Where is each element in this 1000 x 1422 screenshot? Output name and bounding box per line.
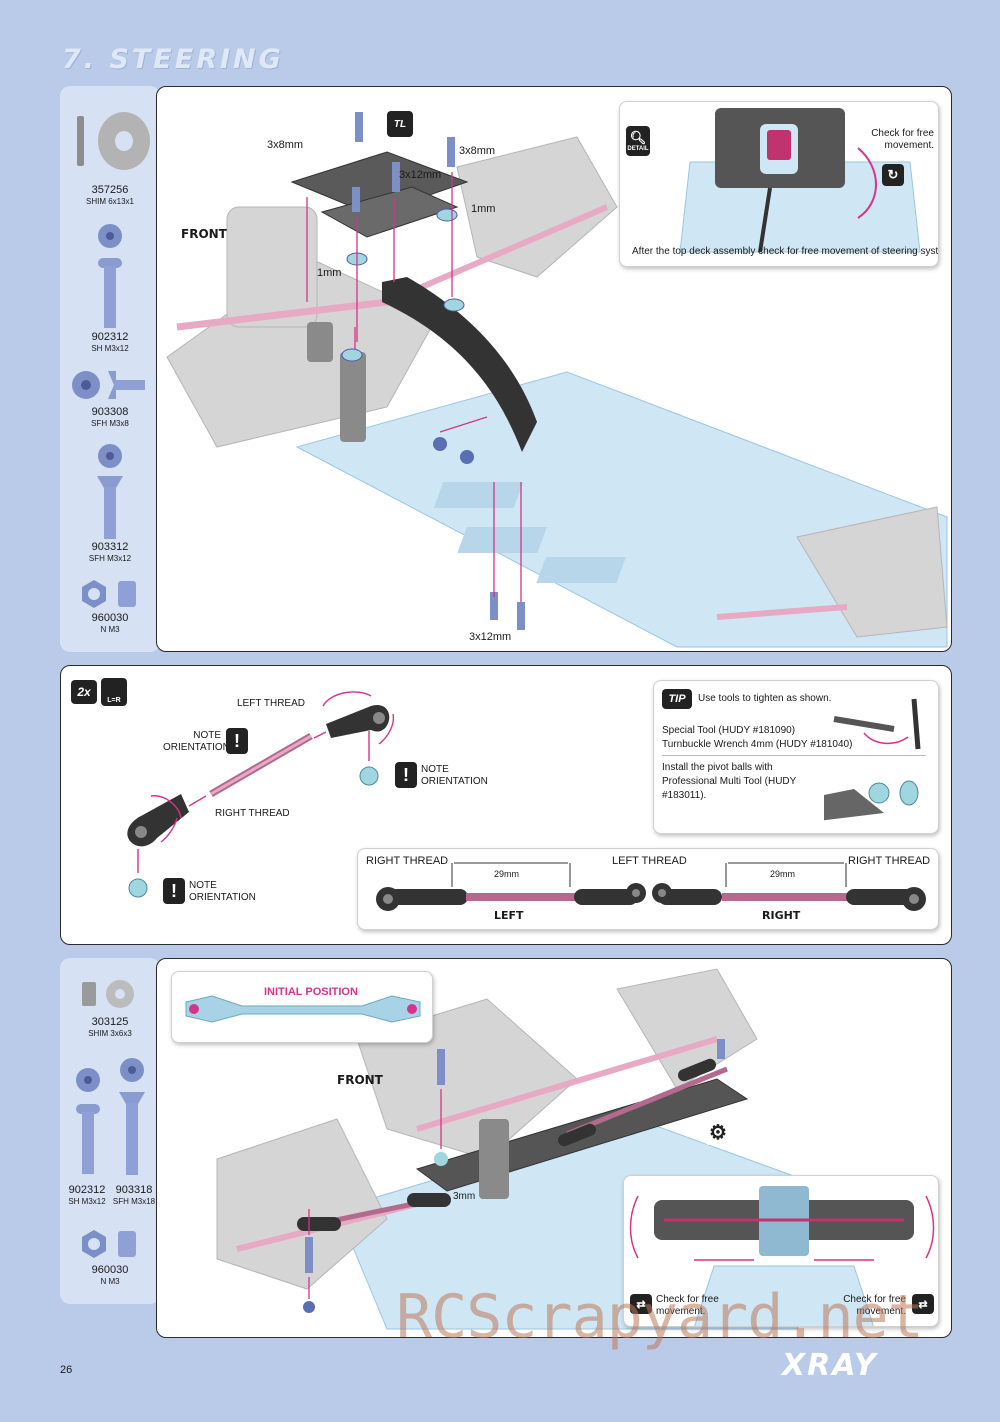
bar-left-label: LEFT (494, 909, 524, 922)
detail-illustration (679, 108, 921, 253)
note-orientation-1: NOTE ORIENTATION (163, 730, 230, 753)
bar-dim-left: 29mm (494, 869, 520, 879)
tools-illustration (824, 698, 921, 821)
chassis-illustration-1 (166, 112, 948, 648)
left-thread-label: LEFT THREAD (237, 698, 305, 709)
watermark: RCScrapyard.net (396, 1282, 924, 1352)
shim-icon (77, 112, 150, 170)
threadlock-icon: TL (387, 111, 413, 137)
assembly-panel-2: 2x L=R LEFT THREAD NOTE ORIENTATION ! (60, 665, 952, 945)
tip-tool-2: Turnbuckle Wrench 4mm (HUDY #181040) (662, 739, 853, 750)
callout-1mm-right: 1mm (471, 203, 496, 215)
front-label: FRONT (181, 227, 227, 241)
turnbuckle-dimension-illustration (376, 862, 926, 911)
screw-flat-head-icon (72, 371, 145, 399)
detail-inset: 🔍︎ DETAIL Check for free movement. ↻ Aft… (619, 101, 939, 267)
bar-right-thread-a: RIGHT THREAD (366, 855, 449, 867)
bar-right-label: RIGHT (762, 909, 801, 922)
screw-countersunk-long-icon (119, 1058, 145, 1175)
part-label-903318: 903318 SFH M3x18 (112, 1184, 156, 1206)
hand-push-icon-left: ⇄ (630, 1294, 652, 1314)
part-label-960030: 960030 N M3 (91, 612, 129, 634)
check-right-text: Check for free movement. (843, 1294, 906, 1317)
check-movement-illustration (629, 1186, 935, 1326)
bar-right-thread-b: RIGHT THREAD (848, 855, 931, 867)
part-label-902312-b: 902312 SH M3x12 (68, 1184, 106, 1206)
front-label-3: FRONT (337, 1073, 383, 1087)
turnbuckle-exploded-view (127, 691, 395, 898)
callout-1mm-left: 1mm (317, 267, 342, 279)
warning-icon-3: ! (163, 878, 185, 904)
part-label-903312: 903312 SFH M3x12 (88, 541, 132, 563)
turnbuckle-dimension-bar: RIGHT THREAD LEFT THREAD RIGHT THREAD 29… (357, 848, 939, 930)
tip-badge: TIP (662, 689, 692, 709)
check-movement-inset: ⇄ Check for free movement. Check for fre… (623, 1175, 939, 1327)
warning-icon-2: ! (395, 762, 417, 788)
callout-3x12-mid: 3x12mm (399, 169, 442, 181)
part-label-960030-b: 960030 N M3 (91, 1264, 129, 1286)
tip-box: TIP Use tools to tighten as shown. Speci… (653, 680, 939, 834)
parts-column-1: 357256 SHIM 6x13x1 902312 SH M3x12 90330… (60, 86, 160, 652)
detail-icon: 🔍︎ DETAIL (626, 126, 650, 156)
note-orientation-3: NOTE ORIENTATION (189, 880, 256, 903)
detail-check-text: Check for free movement. (871, 128, 934, 151)
callout-3x12-bottom: 3x12mm (469, 631, 512, 643)
part-label-903308: 903308 SFH M3x8 (91, 406, 129, 428)
nut-icon (82, 580, 136, 608)
left-right-same-icon: L=R (101, 678, 127, 706)
bar-left-thread: LEFT THREAD (612, 855, 687, 867)
section-title: 7. STEERING (62, 44, 284, 75)
tip-divider (662, 755, 926, 756)
shim-3mm-callout: 3mm (453, 1191, 476, 1202)
bar-dim-right: 29mm (770, 869, 796, 879)
part-label-303125: 303125 SHIM 3x6x3 (88, 1016, 132, 1038)
callout-3x8-left: 3x8mm (267, 139, 304, 151)
screw-button-head-icon (76, 1068, 100, 1174)
adjust-gear-icon: ⚙ (705, 1119, 731, 1145)
warning-icon-1: ! (226, 728, 248, 754)
nut-icon (82, 1230, 136, 1258)
part-label-357256: 357256 SHIM 6x13x1 (85, 184, 135, 206)
initial-position-illustration (185, 995, 421, 1023)
screw-countersunk-icon (97, 444, 123, 539)
page-number: 26 (60, 1364, 73, 1376)
shim-3x6x3-icon (82, 980, 134, 1008)
screw-button-head-icon (98, 224, 122, 328)
assembly-panel-1: 3x8mm 3x8mm 3x12mm 1mm 1mm 3x12mm FRONT … (156, 86, 952, 652)
check-left-text: Check for free movement. (656, 1294, 719, 1317)
part-label-902312: 902312 SH M3x12 (91, 331, 129, 353)
parts-column-3: 303125 SHIM 3x6x3 902312 SH M3x12 903318… (60, 958, 160, 1304)
assembly-panel-3: INITIAL POSITION FRONT 3mm ⚙ ⇄ Check for… (156, 958, 952, 1338)
initial-position-box: INITIAL POSITION (171, 971, 433, 1043)
right-thread-label: RIGHT THREAD (215, 808, 290, 819)
tip-tool-1: Special Tool (HUDY #181090) (662, 725, 796, 736)
quantity-badge: 2x (71, 680, 97, 704)
initial-position-label: INITIAL POSITION (264, 986, 358, 998)
tip-pivot-text: Install the pivot balls with Professiona… (662, 762, 797, 801)
detail-caption: After the top deck assembly check for fr… (632, 246, 939, 257)
hand-turn-icon: ↻ (882, 164, 904, 186)
callout-3x8-right: 3x8mm (459, 145, 496, 157)
tip-headline: Use tools to tighten as shown. (698, 693, 832, 704)
brand-logo: XRAY (782, 1348, 878, 1383)
note-orientation-2: NOTE ORIENTATION (421, 764, 488, 787)
hand-push-icon-right: ⇄ (912, 1294, 934, 1314)
